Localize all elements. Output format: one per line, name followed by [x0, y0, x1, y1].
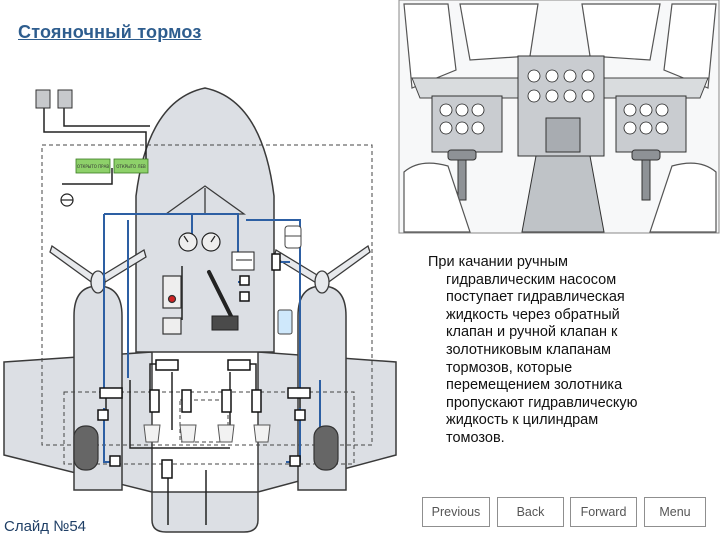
hand-pump	[207, 270, 239, 331]
pressure-sensor	[60, 193, 74, 207]
brake-control-panel	[162, 275, 182, 335]
selector-valve	[231, 251, 255, 271]
forward-button[interactable]: Forward	[570, 497, 637, 527]
description-line: клапан и ручной клапан к	[446, 324, 618, 341]
menu-button[interactable]: Menu	[644, 497, 706, 527]
description-line: поступает гидравлическая	[446, 289, 625, 306]
description-line: пропускают гидравлическую	[446, 394, 638, 411]
description-line: томозов.	[446, 429, 505, 446]
cockpit-illustration	[398, 0, 720, 234]
hydraulic-reservoir	[277, 225, 302, 335]
switches	[35, 89, 73, 109]
description-text: При качании ручным гидравлическим насосо…	[428, 254, 718, 448]
main-wheels	[73, 425, 339, 471]
parking-brake-schematic: ОТКРЫТО ПРАВ ОТКРЫТО ЛЕВ	[3, 87, 397, 533]
indicator-open-left: ОТКРЫТО ЛЕВ	[116, 164, 146, 169]
description-line: тормозов, которые	[446, 359, 573, 376]
description-line: жидкость к цилиндрам	[446, 412, 599, 429]
windows	[403, 3, 717, 89]
description-line: При качании ручным	[428, 254, 568, 270]
instrument-dials	[439, 69, 669, 135]
description-line: золотниковым клапанам	[446, 341, 612, 358]
pilot-seats	[403, 162, 717, 233]
brake-cylinders	[143, 424, 271, 443]
propeller-right	[273, 244, 371, 294]
aircraft-silhouette	[3, 87, 397, 533]
control-yokes	[447, 149, 661, 201]
back-button[interactable]: Back	[497, 497, 564, 527]
slide-title: Стояночный тормоз	[18, 22, 202, 42]
previous-button[interactable]: Previous	[422, 497, 490, 527]
slide-number: Слайд №54	[4, 518, 87, 535]
dashed-boundaries	[41, 144, 373, 465]
propeller-left	[49, 244, 147, 294]
indicator-open-right: ОТКРЫТО ПРАВ	[77, 164, 109, 169]
indicator-lamps: ОТКРЫТО ПРАВ ОТКРЫТО ЛЕВ	[75, 158, 149, 174]
valves	[97, 253, 311, 479]
center-console	[521, 117, 605, 233]
description-line: гидравлическим насосом	[446, 271, 617, 288]
description-line: жидкость через обратный	[446, 306, 620, 323]
gauge-pair	[178, 232, 221, 252]
description-line: перемещением золотника	[446, 377, 623, 394]
